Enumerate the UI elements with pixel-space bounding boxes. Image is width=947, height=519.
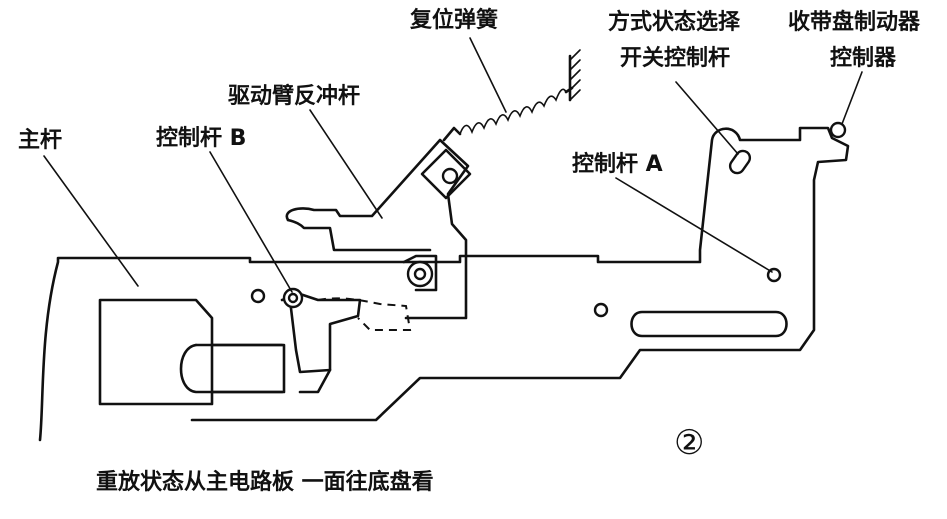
drive-arm-recoil-lever <box>285 138 472 320</box>
tape-brake-label-line2: 控制器 <box>830 46 897 71</box>
caption: 重放状态从主电路板 一面往底盘看 <box>96 470 434 495</box>
plate-hole-left <box>250 288 266 304</box>
mode-switch-label-line2: 开关控制杆 <box>620 46 731 71</box>
main-lever-window <box>98 298 286 406</box>
control-lever-b-shape <box>280 287 412 394</box>
figure-number: ② <box>674 423 705 463</box>
control-lever-a-label: 控制杆 A <box>572 152 663 177</box>
main-plate <box>38 126 850 442</box>
mode-switch-slot <box>728 149 752 175</box>
plate-hole-center <box>593 302 609 318</box>
reset-spring-label: 复位弹簧 <box>410 8 499 33</box>
mode-switch-label-line1: 方式状态选择 <box>608 10 741 35</box>
tape-brake-roller <box>829 121 847 139</box>
main-lever-slot <box>179 343 284 394</box>
drive-arm-pivot <box>441 167 459 185</box>
control-lever-b-label: 控制杆 B <box>156 126 247 151</box>
main-lever-label: 主杆 <box>18 128 63 153</box>
reset-spring <box>442 49 581 142</box>
plate-long-slot <box>630 310 788 338</box>
drive-arm-label: 驱动臂反冲杆 <box>228 84 361 109</box>
tape-brake-label-line1: 收带盘制动器 <box>788 10 921 35</box>
leader-lines <box>43 37 863 293</box>
